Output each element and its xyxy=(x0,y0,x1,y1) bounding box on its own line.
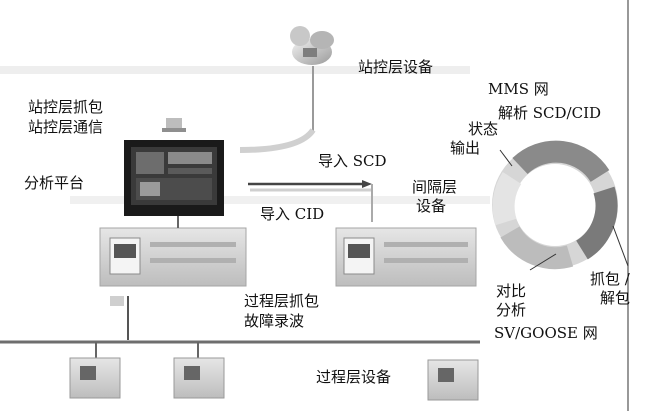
cid-arrow xyxy=(362,180,372,188)
ring-segment-compare xyxy=(500,226,574,270)
analysis-platform-monitor xyxy=(124,140,224,216)
ring-segment-parse xyxy=(512,140,610,183)
compare-line-2: 分析 xyxy=(496,301,527,319)
bay-device-line-2: 设备 xyxy=(416,197,447,215)
status-line-1: 状态 xyxy=(468,120,499,138)
bay-device-label: 间隔层 设备 xyxy=(412,178,457,216)
capture-line-2: 解包 xyxy=(600,289,631,307)
station-bus xyxy=(0,66,470,74)
analysis-platform-label: 分析平台 xyxy=(24,174,85,192)
mms-net-label: MMS 网 xyxy=(488,80,549,98)
ring-segment-status xyxy=(492,172,522,226)
fault-recording-label: 故障录波 xyxy=(244,312,305,330)
parse-label: 解析 SCD/CID xyxy=(498,104,602,122)
scd-link xyxy=(239,128,316,153)
bay-device-left xyxy=(99,227,247,287)
process-device-label: 过程层设备 xyxy=(316,368,392,386)
import-scd-label: 导入 SCD xyxy=(318,152,387,170)
capture-switch-icon xyxy=(162,118,186,132)
import-cid-label: 导入 CID xyxy=(260,205,325,223)
cycle-ring xyxy=(492,140,618,270)
process-device-2 xyxy=(173,342,225,399)
compare-analysis-label: 对比 分析 xyxy=(496,282,526,320)
ring-segment-capture xyxy=(575,186,618,260)
sv-goose-net-label: SV/GOOSE 网 xyxy=(494,324,598,342)
status-line-2: 输出 xyxy=(450,139,481,157)
process-device-3 xyxy=(427,359,479,401)
station-device-label: 站控层设备 xyxy=(358,58,434,76)
capture-unpack-label: 抓包 / 解包 xyxy=(590,270,630,308)
station-server-icon xyxy=(290,26,334,65)
station-capture-label: 站控层抓包 xyxy=(28,98,104,116)
capture-line-1: 抓包 / xyxy=(590,270,630,288)
station-comm-label: 站控层通信 xyxy=(28,118,104,136)
bay-device-right xyxy=(335,227,477,287)
process-capture-label: 过程层抓包 xyxy=(244,292,320,310)
bay-bus xyxy=(70,196,490,204)
status-output-label: 状态 输出 xyxy=(450,120,498,158)
process-device-1 xyxy=(69,342,121,399)
bay-device-line-1: 间隔层 xyxy=(412,178,458,196)
compare-line-1: 对比 xyxy=(496,282,527,300)
